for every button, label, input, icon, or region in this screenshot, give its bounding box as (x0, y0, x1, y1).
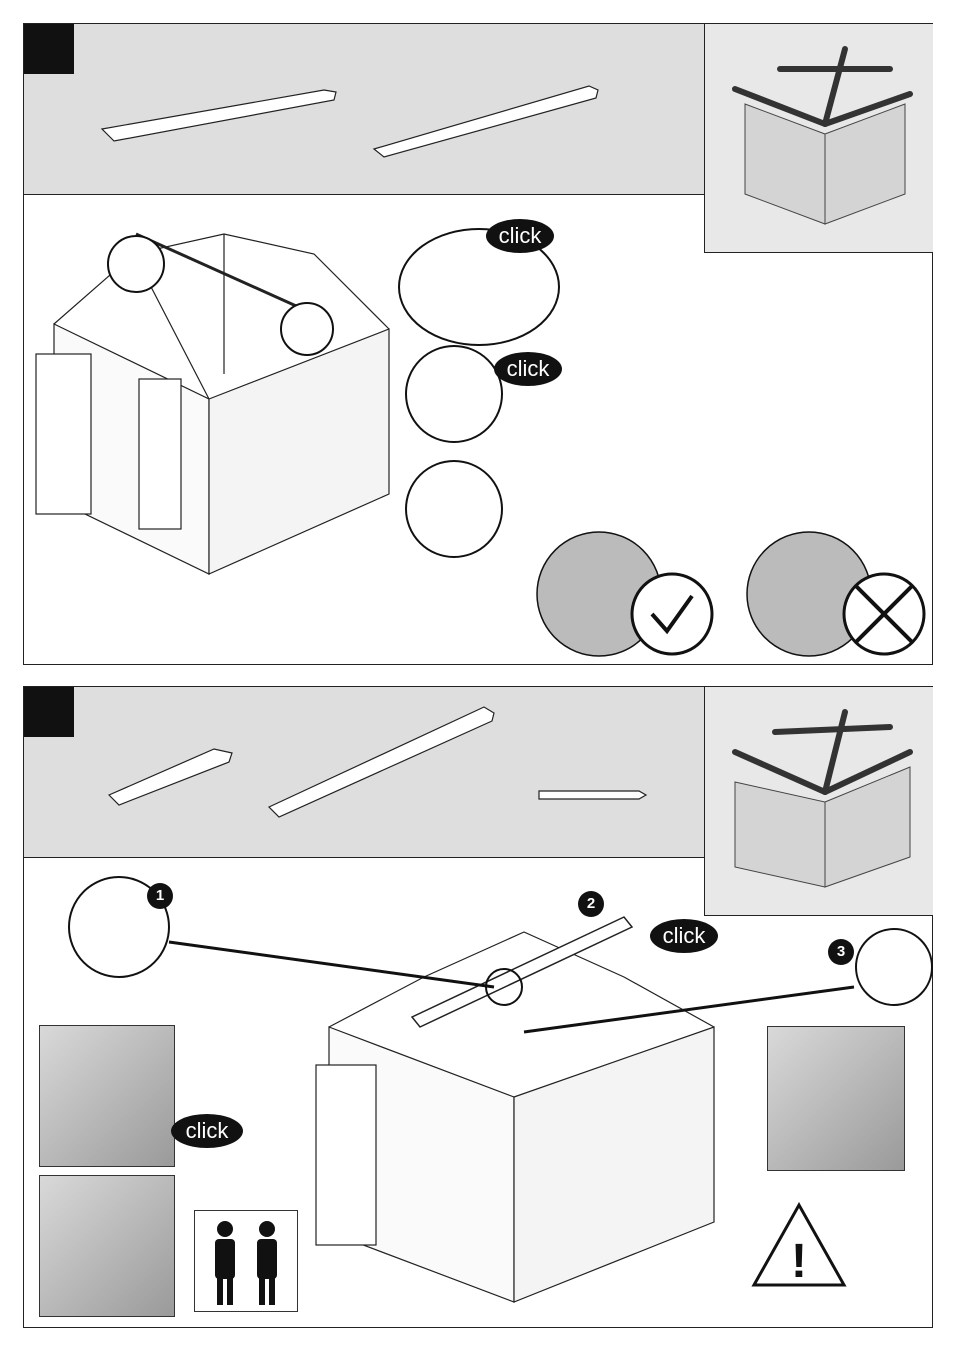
callout-number-3: 3 (828, 939, 854, 965)
photo-shed-interior (39, 1175, 175, 1317)
click-callout-1a: click (486, 219, 554, 253)
callout-number-2: 2 (578, 891, 604, 917)
two-people-icon (194, 1210, 298, 1312)
click-callout-2a: click (650, 919, 718, 953)
click-callout-1b: click (494, 352, 562, 386)
photo-worker-kneeling (39, 1025, 175, 1167)
shed-illustration-1 (24, 24, 932, 664)
check-mark-icon (632, 574, 712, 654)
step-panel-2: ! 1 2 3 click click (23, 686, 933, 1328)
step-panel-1: click click (23, 23, 933, 665)
photo-screwdriver (767, 1026, 905, 1171)
callout-number-1: 1 (147, 883, 173, 909)
svg-text:!: ! (791, 1235, 807, 1288)
click-callout-2b: click (171, 1114, 243, 1148)
